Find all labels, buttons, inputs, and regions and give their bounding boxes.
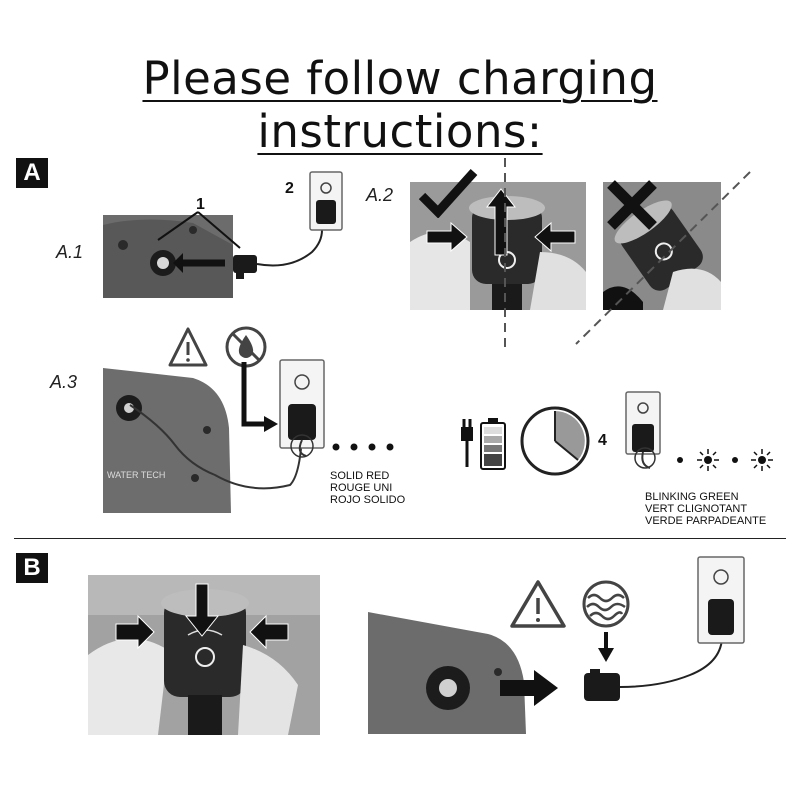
step-a1-label: A.1 (56, 242, 84, 262)
blink-light-icon (751, 449, 773, 471)
section-a-badge: A (16, 158, 48, 188)
callout-2: 2 (285, 180, 294, 197)
a1-cable-drawing (157, 211, 323, 279)
section-divider (14, 538, 786, 539)
a2-tilt-guide-line (575, 171, 751, 345)
device-port-photo-a1 (103, 215, 233, 298)
warning-icon (510, 580, 566, 628)
a2-arrows (426, 188, 576, 256)
callout-4: 4 (598, 432, 607, 449)
disconnect-photo (88, 575, 320, 735)
b-arrows (115, 583, 289, 650)
warning-icon (168, 327, 208, 367)
plug-icon (461, 419, 473, 467)
solid-light-dots (332, 443, 394, 451)
a2-guide-line (504, 158, 506, 348)
a3-timing-icons (461, 406, 590, 476)
step-a2-label: A.2 (366, 185, 394, 205)
brand-mark: WATER TECH (107, 470, 166, 480)
a3-cable-drawing (129, 404, 303, 490)
cross-icon (607, 180, 657, 230)
clock-icon (520, 406, 590, 476)
b-charger-drawing (584, 556, 745, 701)
blinking-green-en: BLINKING GREEN (645, 491, 739, 503)
a3-plug-in-drawing (241, 359, 325, 458)
blink-light-icon (697, 449, 719, 471)
solid-red-fr: ROUGE UNI (330, 482, 393, 494)
insert-arrow (500, 670, 558, 706)
b-warning-icons (510, 580, 630, 662)
a3-blinking-drawing (625, 391, 773, 471)
checkmark-icon (418, 168, 478, 218)
solid-red-es: ROJO SOLIDO (330, 494, 406, 506)
device-port-photo-b (368, 612, 526, 734)
callout-1: 1 (196, 196, 205, 213)
battery-icon (480, 418, 506, 470)
wall-outlet-a1 (309, 171, 343, 231)
submerge-water-icon (582, 580, 630, 662)
solid-red-en: SOLID RED (330, 470, 390, 482)
section-b-badge: B (16, 553, 48, 583)
page-title: Please follow charging instructions: (142, 52, 658, 158)
blinking-green-fr: VERT CLIGNOTANT (645, 503, 748, 515)
step-a3-label: A.3 (50, 372, 78, 392)
device-charging-photo (103, 368, 231, 513)
a3-warning-icons (168, 326, 267, 368)
blinking-green-es: VERDE PARPADEANTE (645, 515, 767, 527)
